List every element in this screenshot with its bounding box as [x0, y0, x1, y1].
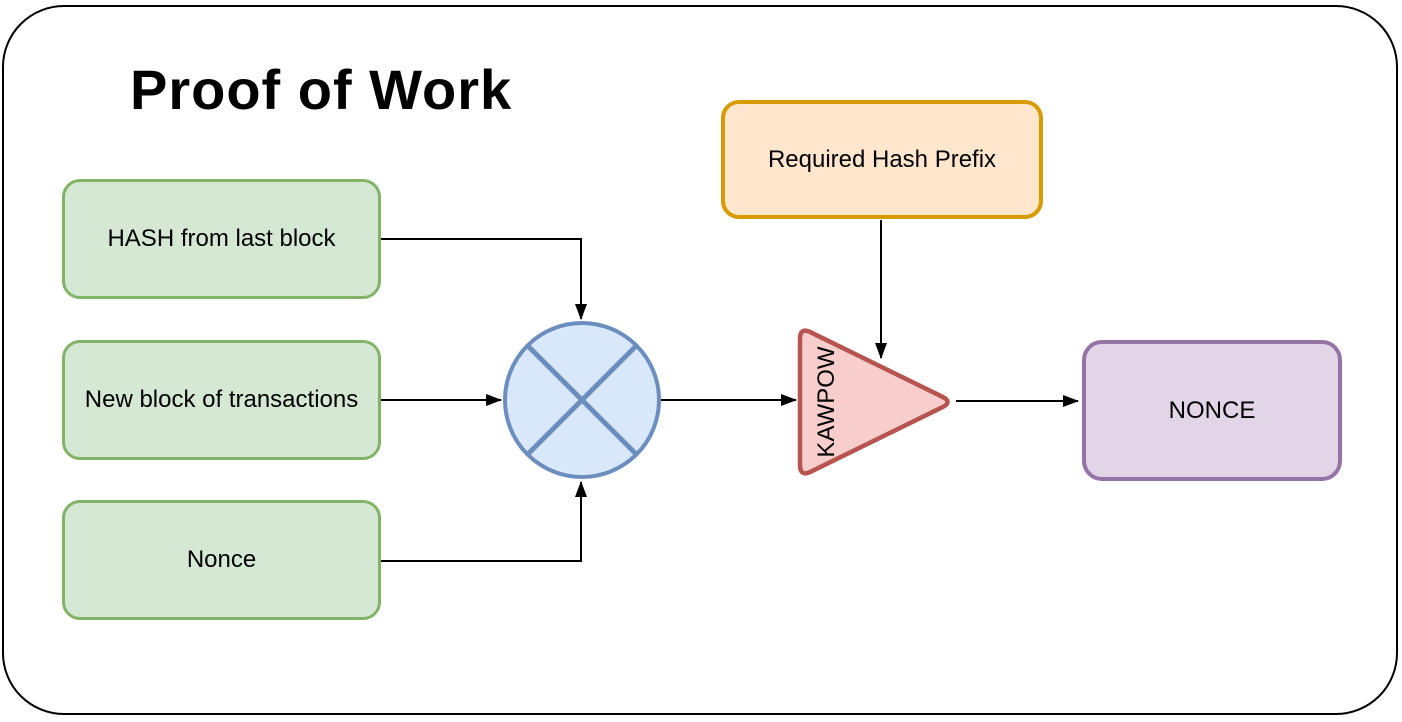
kawpow-triangle-node: [797, 328, 950, 476]
mixer-cross-icon: [525, 343, 639, 457]
arrow-nonce-to-mixer: [381, 481, 587, 562]
node-label: Required Hash Prefix: [767, 145, 997, 173]
node-label: Nonce: [186, 546, 257, 573]
node-new-block-of-transactions: New block of transactions: [62, 340, 381, 460]
kawpow-label: KAWPOW: [813, 346, 840, 458]
diagram-title: Proof of Work: [130, 58, 513, 121]
diagram-frame: [2, 5, 1398, 715]
node-label: New block of transactions: [84, 386, 359, 413]
arrow-hash-to-mixer: [381, 238, 587, 320]
node-label: NONCE: [1168, 396, 1256, 424]
node-nonce-input: Nonce: [62, 500, 381, 620]
node-hash-from-last-block: HASH from last block: [62, 179, 381, 299]
node-nonce-output: NONCE: [1082, 340, 1342, 481]
node-required-hash-prefix: Required Hash Prefix: [721, 100, 1043, 219]
node-label: HASH from last block: [107, 225, 336, 252]
